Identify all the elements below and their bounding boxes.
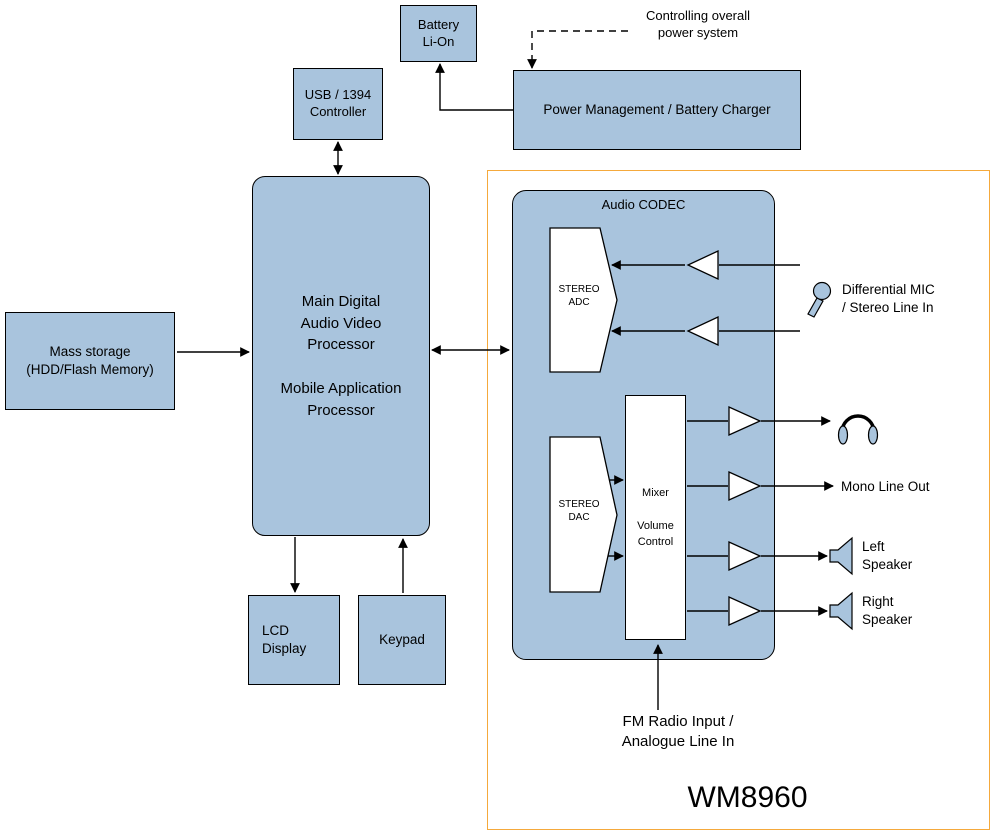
fm-input-label: FM Radio Input / Analogue Line In bbox=[621, 713, 735, 750]
mono-line-out-label: Mono Line Out bbox=[841, 479, 930, 494]
mic-label: Differential MIC / Stereo Line In bbox=[842, 282, 935, 315]
keypad-label: Keypad bbox=[379, 632, 425, 648]
mixer-box: Mixer Volume Control bbox=[625, 395, 686, 640]
power-note-label: Controlling overall power system bbox=[645, 8, 751, 40]
battery-label: Battery Li-On bbox=[417, 16, 460, 49]
mass-storage-label: Mass storage (HDD/Flash Memory) bbox=[26, 344, 154, 377]
stereo-adc-label: STEREO ADC bbox=[558, 284, 600, 308]
right-speaker-label: Right Speaker bbox=[862, 594, 913, 627]
usb-controller-box: USB / 1394 Controller bbox=[293, 68, 383, 140]
audio-codec-title: Audio CODEC bbox=[601, 197, 686, 212]
usb-controller-label: USB / 1394 Controller bbox=[304, 87, 372, 119]
main-processor-label: Main Digital Audio Video Processor Mobil… bbox=[280, 292, 402, 419]
mass-storage-box: Mass storage (HDD/Flash Memory) bbox=[5, 312, 175, 410]
power-management-box: Power Management / Battery Charger bbox=[513, 70, 801, 150]
left-speaker-label: Left Speaker bbox=[862, 539, 913, 572]
arrow-power-battery bbox=[435, 63, 513, 111]
battery-box: Battery Li-On bbox=[400, 5, 477, 62]
lcd-display-box: LCD Display bbox=[248, 595, 340, 685]
main-processor-box: Main Digital Audio Video Processor Mobil… bbox=[252, 176, 430, 536]
stereo-dac-label: STEREO DAC bbox=[558, 499, 600, 523]
power-management-label: Power Management / Battery Charger bbox=[543, 102, 771, 118]
chip-name-label: WM8960 bbox=[687, 781, 808, 814]
keypad-box: Keypad bbox=[358, 595, 446, 685]
mixer-label: Mixer Volume Control bbox=[637, 486, 674, 549]
lcd-display-label: LCD Display bbox=[262, 623, 307, 656]
